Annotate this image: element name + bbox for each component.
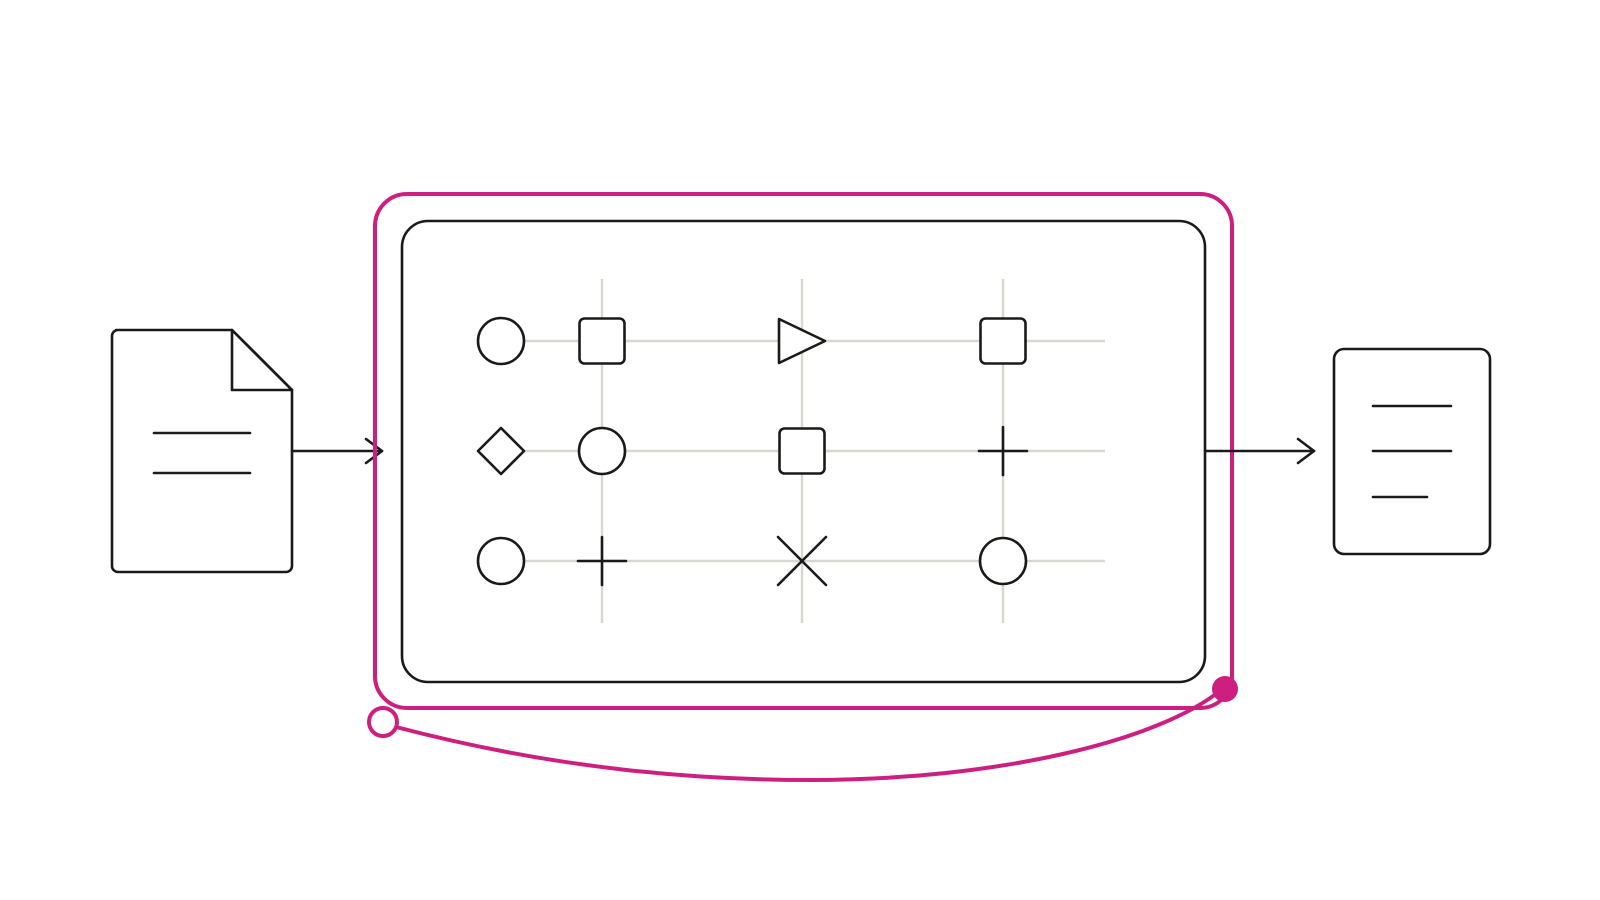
feedback-loop[interactable] — [367, 676, 1238, 782]
plus-symbol-icon — [576, 535, 628, 587]
input-document-outline — [110, 328, 294, 574]
circle-symbol-stroke — [577, 426, 627, 476]
square-symbol-icon — [979, 317, 1027, 365]
arrow-panel-to-output — [1203, 437, 1316, 465]
triangle-symbol-stroke — [777, 317, 827, 365]
arrow-head-icon — [1296, 437, 1316, 465]
cross-symbol-stroke — [776, 535, 828, 587]
feedback-loop-curve — [394, 688, 1223, 782]
circle-symbol-stroke — [978, 536, 1028, 586]
circle-symbol-icon — [476, 536, 526, 586]
square-symbol-stroke — [979, 317, 1027, 365]
arrow-head-icon — [364, 437, 384, 465]
circle-symbol-icon — [978, 536, 1028, 586]
folded-corner-icon — [230, 328, 294, 392]
loop-start-handle[interactable] — [367, 706, 399, 738]
square-symbol-icon — [578, 317, 626, 365]
input-document — [110, 328, 294, 574]
square-symbol-icon — [778, 427, 826, 475]
diamond-symbol-icon — [476, 426, 526, 476]
triangle-symbol-icon — [777, 317, 827, 365]
circle-symbol-icon — [577, 426, 627, 476]
diamond-symbol-stroke — [476, 426, 526, 476]
loop-end-handle[interactable] — [1212, 676, 1238, 702]
square-symbol-stroke — [578, 317, 626, 365]
circle-symbol-icon — [476, 316, 526, 366]
square-symbol-stroke — [778, 427, 826, 475]
cross-symbol-icon — [776, 535, 828, 587]
circle-symbol-stroke — [476, 536, 526, 586]
arrow-input-to-panel — [290, 437, 384, 465]
circle-symbol-stroke — [476, 316, 526, 366]
symbol-grid — [476, 316, 1029, 587]
plus-symbol-icon — [977, 425, 1029, 477]
output-document-outline — [1332, 347, 1492, 556]
output-document — [1332, 347, 1492, 556]
